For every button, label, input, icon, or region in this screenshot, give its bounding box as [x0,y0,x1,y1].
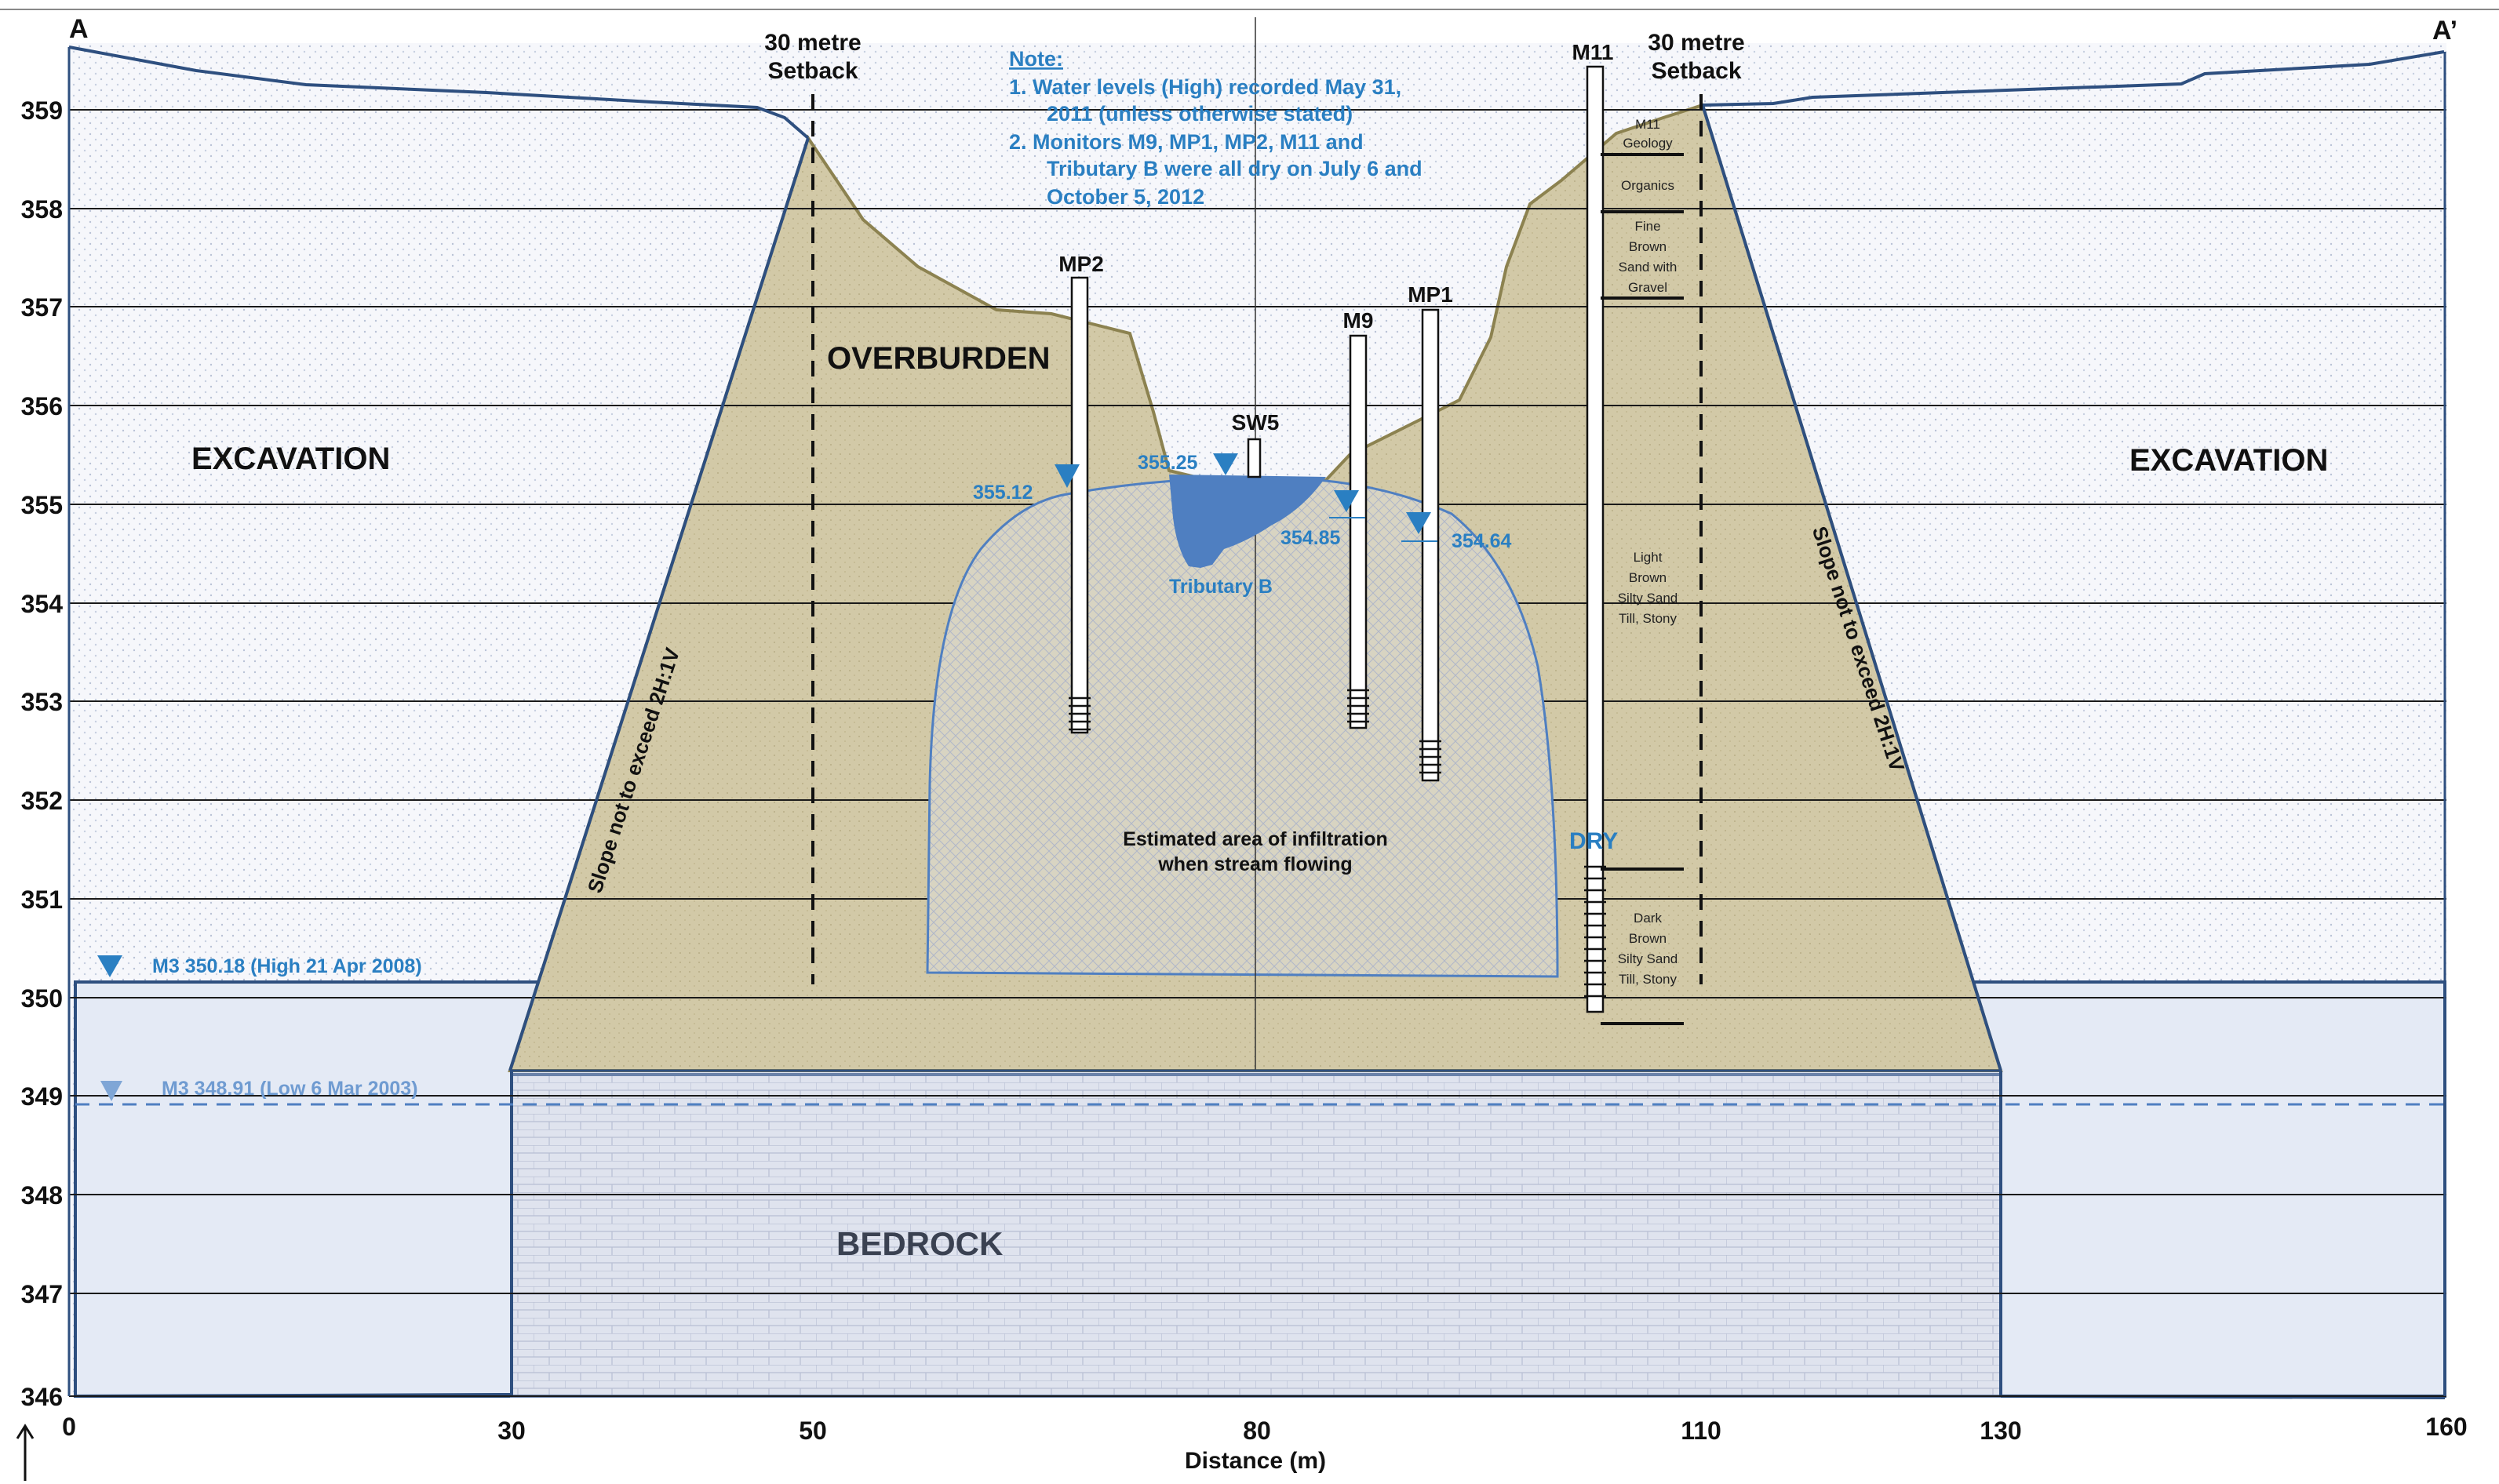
infiltration-area [926,476,1559,978]
m11-label: M11 [1572,40,1614,64]
m3-high-triangle [97,955,122,977]
geology-layer-2-line-4: Gravel [1628,280,1667,295]
left-setback-label-1: 30 metre [764,30,861,56]
m3-low-triangle [100,1081,122,1101]
mp2-label: MP2 [1058,252,1104,276]
geology-layer-3-line-4: Till, Stony [1619,611,1678,626]
bedrock-unit [510,1073,2002,1398]
y-tick-label: 349 [21,1082,63,1111]
sw5-label: SW5 [1232,410,1280,435]
y-tick-label: 354 [21,590,64,618]
m11-geology-lines [1601,153,1684,1025]
well-m11 [1584,65,1606,1013]
elevation-grid [69,109,2446,1397]
geology-layer-4-line-1: Dark [1634,911,1662,926]
water-level-markers [97,453,1431,1101]
geology-title-1: M11 [1635,117,1660,132]
section-end-label: A’ [2432,16,2457,45]
x-axis-label: Distance (m) [1185,1448,1326,1474]
x-tick-label: 30 [497,1417,526,1445]
y-tick-label: 347 [21,1280,63,1308]
sw5-level-triangle [1213,453,1238,475]
infiltration-label-1: Estimated area of infiltration [1123,828,1388,850]
y-tick-label: 357 [21,293,63,322]
m9-label: M9 [1343,308,1374,333]
bedrock-label: BEDROCK [836,1225,1003,1262]
y-tick-label: 350 [21,984,63,1013]
y-tick-label: 351 [21,886,63,914]
note-title: Note: [1009,47,1063,71]
note-item-1-line-2: 2011 (unless otherwise stated) [1047,102,1353,125]
note-item-1-line-1: 1. Water levels (High) recorded May 31, [1009,75,1401,99]
ground-surface [68,45,2445,140]
y-tick-label: 353 [21,688,63,716]
geology-layer-2-line-1: Fine [1634,219,1660,234]
m3-low-label: M3 348.91 (Low 6 Mar 2003) [162,1078,418,1100]
well-mp2 [1069,276,1091,734]
geology-layer-3-line-1: Light [1634,550,1663,565]
geology-layer-4-line-3: Silty Sand [1618,951,1678,966]
mp1-level-triangle [1406,512,1431,534]
tributary-b-water [1169,475,1326,568]
x-tick-label: 110 [1681,1417,1721,1445]
geology-title-2: Geology [1623,136,1673,151]
excavation-right-label: EXCAVATION [2129,443,2328,478]
geology-layer-4-line-4: Till, Stony [1619,972,1678,987]
well-sw5 [1247,438,1262,478]
x-tick-label: 0 [62,1413,76,1441]
right-setback-label-2: Setback [1651,58,1741,84]
m9-water-level: 354.85 [1280,527,1341,549]
north-arrow [16,1424,35,1481]
mp1-water-level: 354.64 [1452,530,1512,552]
note-item-2-line-2: Tributary B were all dry on July 6 and [1047,157,1423,180]
geology-layer-1: Organics [1621,178,1674,193]
geology-layer-2-line-3: Sand with [1619,260,1678,275]
overburden-label: OVERBURDEN [827,341,1050,376]
left-setback-label-2: Setback [767,58,858,84]
x-tick-label: 50 [799,1417,827,1445]
mp2-level-triangle [1055,464,1080,488]
geology-layer-4-line-2: Brown [1629,931,1667,946]
section-start-label: A [69,14,89,44]
y-tick-label: 359 [21,96,63,125]
sw5-water-level: 355.25 [1138,452,1198,474]
right-setback-label-1: 30 metre [1648,30,1744,56]
mp1-label: MP1 [1408,282,1453,307]
well-m9 [1347,334,1369,729]
x-tick-labels: 0 30 50 80 110 130 160 [62,1413,2468,1445]
infiltration-label-2: when stream flowing [1157,853,1352,875]
m11-dry-label: DRY [1569,828,1618,854]
mp2-water-level: 355.12 [973,482,1033,504]
m9-level-triangle [1334,490,1359,512]
note-item-2-line-3: October 5, 2012 [1047,185,1204,209]
y-tick-label: 355 [21,491,63,519]
y-tick-labels: 359 358 357 356 355 354 353 352 351 350 … [21,96,64,1411]
x-tick-label: 160 [2425,1413,2467,1441]
geology-layer-2-line-2: Brown [1629,239,1667,254]
well-mp1 [1419,308,1441,782]
x-tick-label: 80 [1243,1417,1271,1445]
x-tick-label: 130 [1980,1417,2021,1445]
y-tick-label: 358 [21,195,63,224]
geology-layer-3-line-3: Silty Sand [1618,591,1678,606]
y-tick-label: 352 [21,787,63,815]
y-tick-label: 356 [21,392,63,420]
excavation-left-label: EXCAVATION [191,442,390,476]
note-item-2-line-1: 2. Monitors M9, MP1, MP2, M11 and [1009,130,1364,154]
y-tick-label: 346 [21,1383,63,1411]
geology-layer-3-line-2: Brown [1629,570,1667,585]
m3-high-label: M3 350.18 (High 21 Apr 2008) [152,955,422,977]
note-block: Note: 1. Water levels (High) recorded Ma… [1009,47,1423,209]
tributary-label: Tributary B [1169,576,1273,598]
m11-geology-column: M11 Geology Organics Fine Brown Sand wit… [1618,117,1678,987]
y-tick-label: 348 [21,1181,63,1209]
